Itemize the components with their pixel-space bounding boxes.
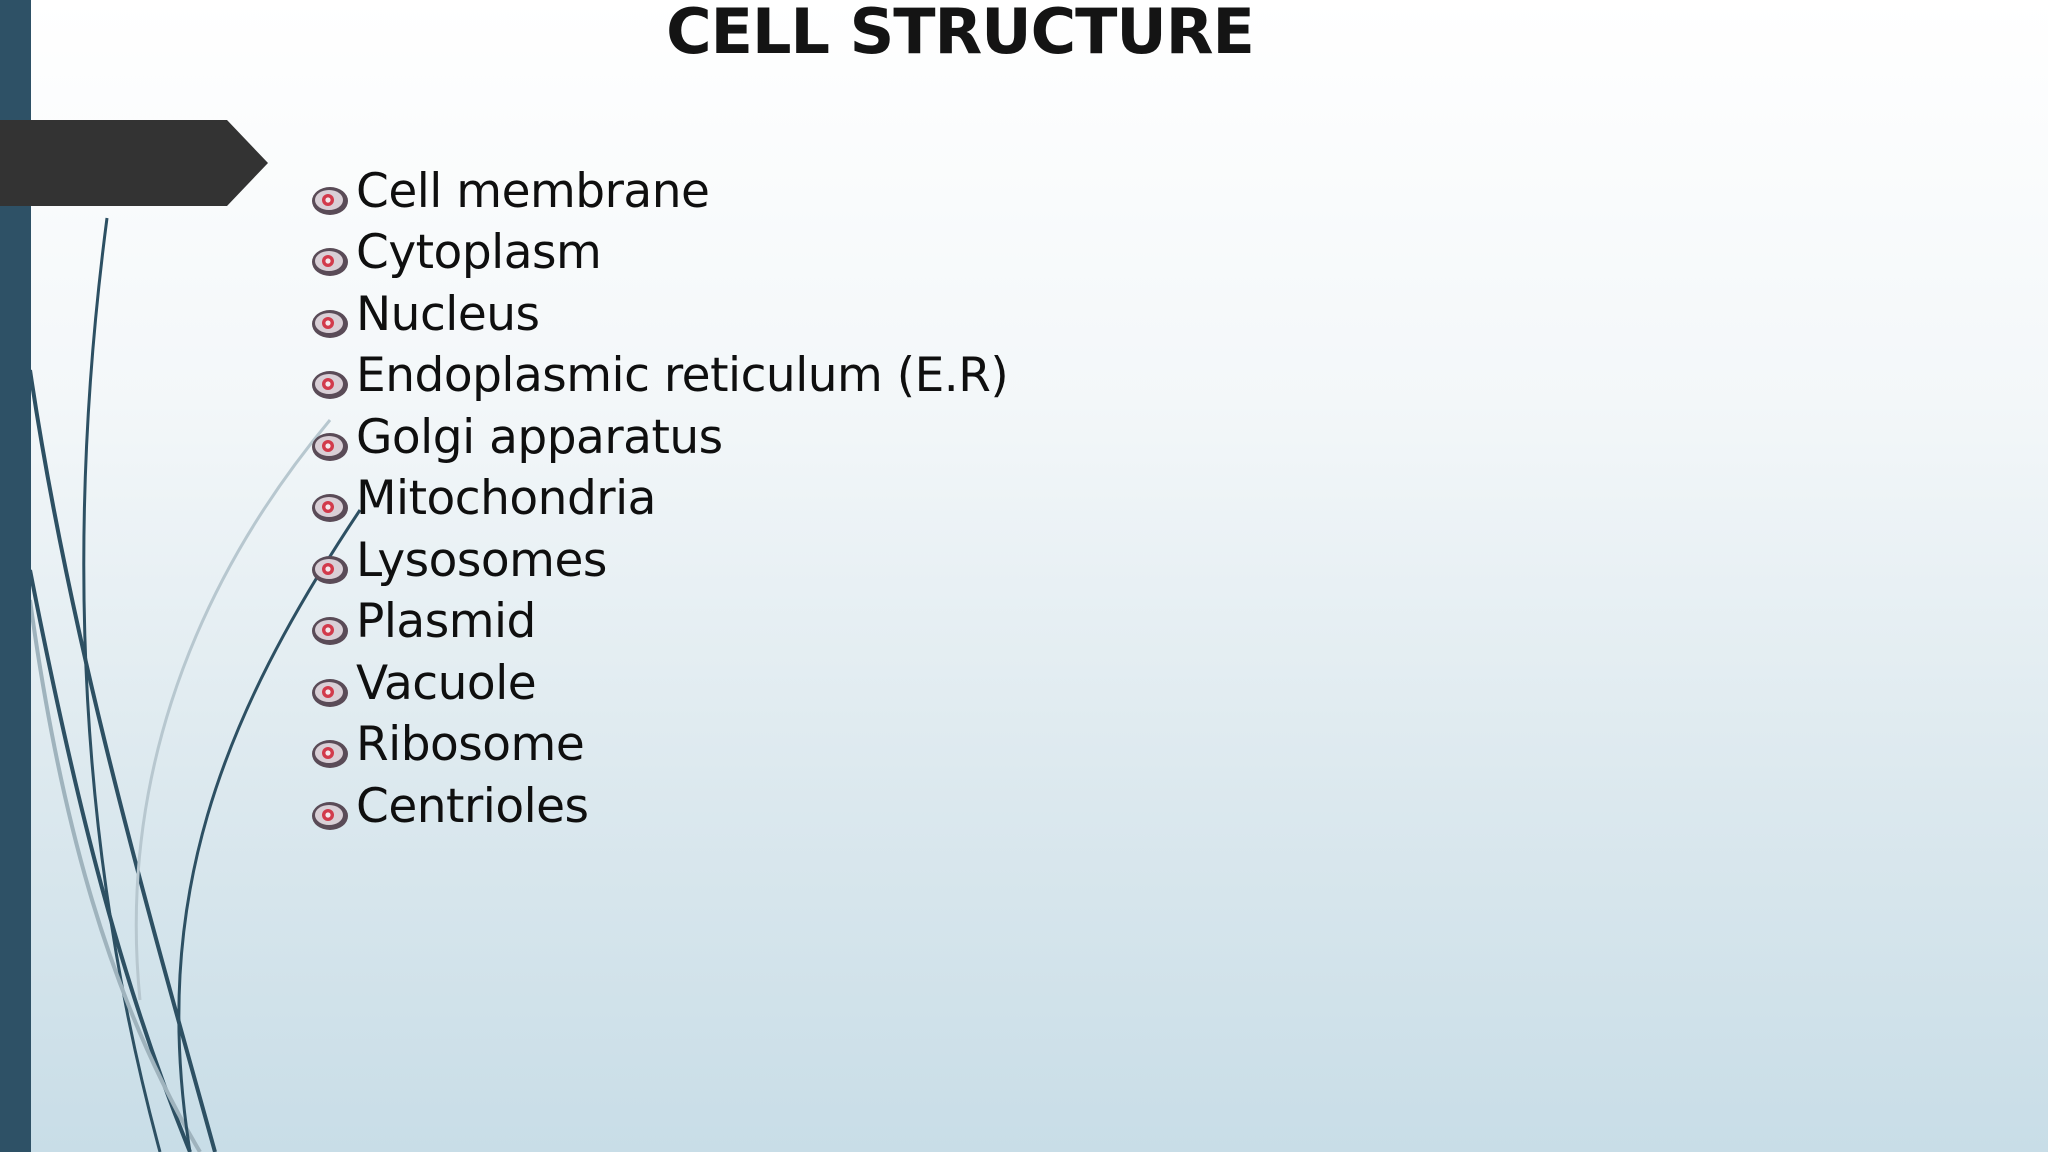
list-item-label: Endoplasmic reticulum (E.R): [356, 348, 1009, 404]
list-item: Cell membrane: [310, 161, 1008, 223]
list-item-label: Mitochondria: [356, 471, 656, 527]
list-item-label: Ribosome: [356, 717, 585, 773]
list-item-label: Cytoplasm: [356, 225, 602, 281]
cell-icon: [312, 801, 348, 830]
arrow-tab-shape: [0, 120, 268, 206]
list-item: Nucleus: [310, 284, 1008, 346]
list-item-label: Vacuole: [356, 655, 537, 711]
cell-icon: [312, 432, 348, 461]
list-item-label: Centrioles: [356, 778, 589, 834]
cell-icon: [312, 678, 348, 707]
list-item: Golgi apparatus: [310, 407, 1008, 469]
cell-icon: [312, 617, 348, 646]
list-item: Ribosome: [310, 715, 1008, 777]
cell-icon: [312, 371, 348, 400]
slide-title: CELL STRUCTURE: [666, 0, 1255, 68]
cell-icon: [312, 740, 348, 769]
cell-icon: [312, 186, 348, 215]
cell-icon: [312, 494, 348, 523]
decorative-curves: [28, 217, 362, 1152]
list-item-label: Nucleus: [356, 286, 540, 342]
list-item-label: Plasmid: [356, 594, 536, 650]
list-item: Vacuole: [310, 653, 1008, 715]
list-item-label: Cell membrane: [356, 163, 710, 219]
list-item-label: Lysosomes: [356, 532, 607, 588]
list-item: Lysosomes: [310, 530, 1008, 592]
cell-structure-list: Cell membrane Cytoplasm Nucleus: [310, 161, 1009, 838]
cell-icon: [312, 309, 348, 338]
cell-icon: [312, 248, 348, 277]
list-item: Cytoplasm: [310, 223, 1008, 285]
list-item: Endoplasmic reticulum (E.R): [310, 346, 1009, 408]
list-item-label: Golgi apparatus: [356, 409, 723, 465]
list-item: Mitochondria: [310, 469, 1008, 531]
cell-icon: [312, 555, 348, 584]
list-item: Centrioles: [310, 776, 1008, 838]
list-item: Plasmid: [310, 592, 1008, 654]
